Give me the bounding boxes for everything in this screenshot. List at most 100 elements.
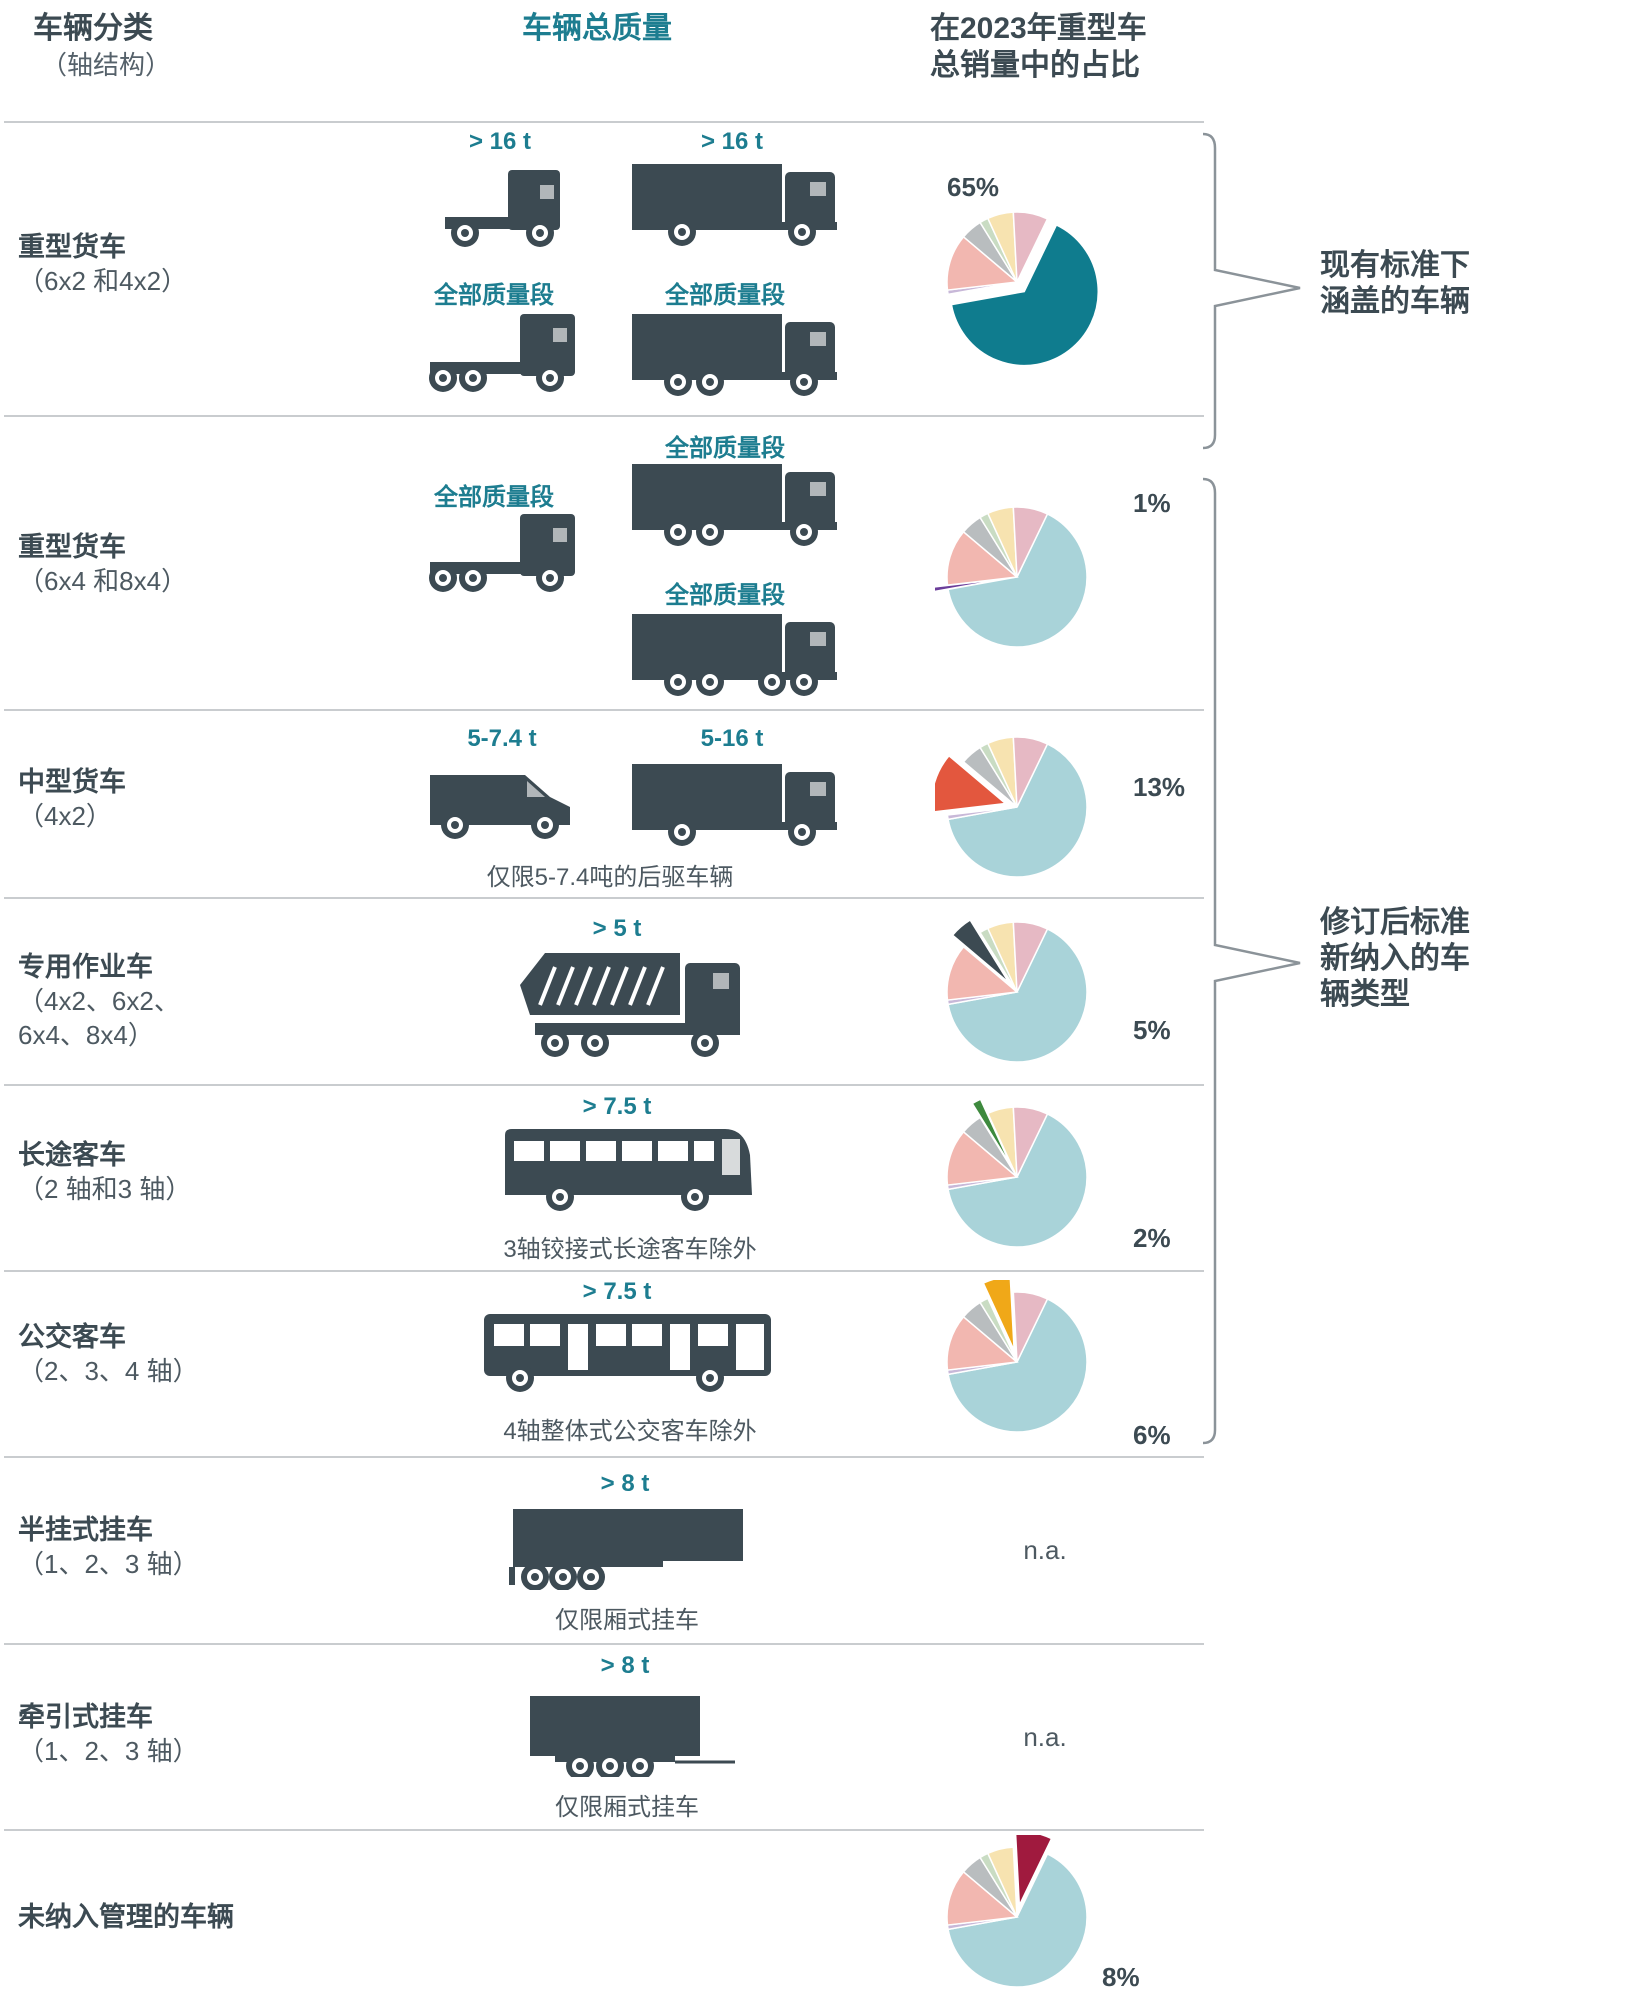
category-name: 重型货车 — [18, 232, 126, 262]
category-axle: （1、2、3 轴） — [18, 1736, 199, 1766]
weight-label: > 16 t — [700, 128, 764, 155]
share-pie-vocational — [946, 919, 1088, 1063]
van-icon — [430, 775, 570, 839]
weight-label: 全部质量段 — [665, 582, 785, 609]
share-pie-heavy-truck-6x4-8x4 — [935, 506, 1088, 648]
category-axle: （6x2 和4x2） — [18, 266, 188, 296]
semi-trailer-icon — [509, 1509, 743, 1590]
rigid-truck-4x2-icon — [632, 164, 837, 246]
rigid-truck-6x4-icon — [632, 464, 837, 546]
vehicle-note: 3轴铰接式长途客车除外 — [503, 1236, 757, 1263]
pie-slice — [1012, 211, 1049, 283]
share-label: 6% — [1133, 1420, 1171, 1450]
vehicle-note: 仅限厢式挂车 — [555, 1794, 699, 1821]
pie-slice — [935, 578, 1006, 593]
tractor-6x4-icon — [429, 514, 575, 592]
pie-slice — [971, 1098, 1013, 1167]
vehicle-note: 仅限5-7.4吨的后驱车辆 — [486, 864, 734, 891]
share-pie-coach — [946, 1098, 1088, 1248]
share-label: 8% — [1102, 1962, 1140, 1992]
category-name: 公交客车 — [18, 1322, 126, 1352]
drawbar-trailer-icon — [530, 1696, 735, 1777]
share-label: 1% — [1133, 488, 1171, 518]
weight-label: > 8 t — [600, 1652, 650, 1679]
share-pie-heavy-truck-6x2-4x2 — [946, 211, 1099, 367]
divider — [4, 415, 1204, 417]
category-axle: （2、3、4 轴） — [18, 1356, 199, 1386]
pie-slice — [1014, 1835, 1053, 1906]
rigid-truck-8x4-icon — [632, 614, 837, 696]
pie-slice — [982, 1280, 1015, 1351]
vehicle-note: 4轴整体式公交客车除外 — [503, 1418, 757, 1445]
category-coach: 长途客车 （2 轴和3 轴） — [18, 1138, 278, 1206]
category-name: 中型货车 — [18, 767, 126, 797]
pie-slice — [986, 1846, 1018, 1918]
tractor-4x2-icon — [445, 170, 560, 247]
bracket-label-line: 辆类型 — [1320, 978, 1410, 1011]
category-axle: （2 轴和3 轴） — [18, 1174, 192, 1204]
pie-slice — [1012, 736, 1049, 808]
header-share: 在2023年重型车 总销量中的占比 — [930, 10, 1147, 84]
bracket-label-revised: 修订后标准 新纳入的车 辆类型 — [1320, 905, 1470, 1013]
weight-label: > 7.5 t — [582, 1093, 652, 1120]
header-category-title: 车辆分类 — [33, 12, 153, 45]
category-city-bus: 公交客车 （2、3、4 轴） — [18, 1320, 278, 1388]
header-share-line2: 总销量中的占比 — [930, 49, 1140, 82]
share-label: 65% — [947, 172, 1000, 202]
category-name: 专用作业车 — [18, 952, 153, 982]
pie-slice — [947, 1297, 1088, 1433]
tractor-6x2-icon — [429, 314, 575, 392]
pie-slice — [947, 742, 1088, 878]
pie-slice — [1012, 506, 1049, 578]
category-vocational: 专用作业车 （4x2、6x2、 6x4、8x4） — [18, 950, 278, 1052]
share-label: 5% — [1133, 1015, 1171, 1045]
divider — [4, 1829, 1204, 1831]
weight-label: > 8 t — [600, 1470, 650, 1497]
divider — [4, 897, 1204, 899]
category-axle: （4x2） — [18, 801, 112, 831]
share-pie-medium-truck — [935, 736, 1088, 878]
pie-slice — [946, 806, 1018, 821]
category-semi-trailer: 半挂式挂车 （1、2、3 轴） — [18, 1513, 278, 1581]
pie-slice — [946, 945, 1019, 1001]
city-bus-icon — [484, 1314, 771, 1392]
share-label: 13% — [1133, 772, 1186, 802]
dump-truck-icon — [520, 953, 740, 1057]
weight-label: 全部质量段 — [665, 435, 785, 462]
category-axle: （1、2、3 轴） — [18, 1549, 199, 1579]
divider — [4, 1270, 1204, 1272]
pie-slice — [947, 512, 1088, 648]
share-label: 2% — [1133, 1223, 1171, 1253]
pie-slice — [946, 1130, 1019, 1186]
category-name: 未纳入管理的车辆 — [18, 1902, 234, 1932]
category-heavy-truck-6x2-4x2: 重型货车 （6x2 和4x2） — [18, 230, 278, 298]
category-axle: （4x2、6x2、 6x4、8x4） — [18, 986, 180, 1050]
share-pie-unregulated — [946, 1835, 1088, 1988]
category-name: 长途客车 — [18, 1140, 126, 1170]
header-weight-title: 车辆总质量 — [522, 12, 672, 45]
pie-slice — [1012, 921, 1049, 993]
bracket-label-line: 修订后标准 — [1320, 906, 1470, 939]
weight-label: > 16 t — [468, 128, 532, 155]
divider — [4, 709, 1204, 711]
bracket-label-existing: 现有标准下 涵盖的车辆 — [1320, 248, 1470, 320]
pie-slice — [947, 1112, 1088, 1248]
weight-label: 全部质量段 — [434, 484, 554, 511]
pie-slice — [947, 1852, 1088, 1988]
share-pie-city-bus — [946, 1280, 1088, 1433]
pie-slice — [946, 530, 1019, 586]
weight-label: > 5 t — [592, 915, 642, 942]
pie-slice — [951, 919, 1010, 984]
bracket-label-line: 现有标准下 — [1320, 249, 1470, 282]
share-not-available: n.a. — [1023, 1535, 1067, 1565]
header-share-line1: 在2023年重型车 — [930, 12, 1147, 45]
coach-icon — [505, 1129, 752, 1211]
category-medium-truck: 中型货车 （4x2） — [18, 765, 278, 833]
pie-slice — [1012, 1106, 1049, 1178]
pie-slice — [935, 754, 1008, 813]
weight-label: 5-7.4 t — [467, 725, 537, 752]
category-name: 重型货车 — [18, 532, 126, 562]
pie-slice — [979, 1297, 1018, 1363]
category-name: 半挂式挂车 — [18, 1515, 153, 1545]
bracket-label-line: 涵盖的车辆 — [1320, 285, 1470, 318]
